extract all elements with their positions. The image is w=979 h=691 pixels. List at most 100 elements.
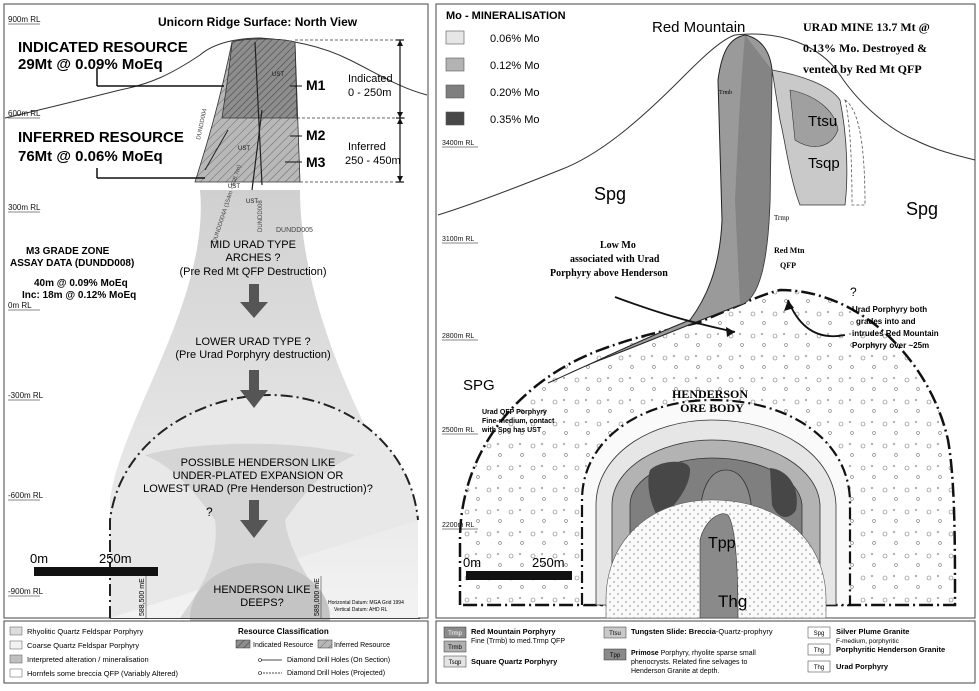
legend-code: Thg [814,648,824,654]
legend-label-rest: Porphyry, rhyolite sparse small [659,650,757,657]
inferred-depth-label: Inferred [348,141,386,153]
rl-label: -900m RL [8,587,44,596]
easting-label: 588,500 mE [139,578,146,616]
unit-label: Ttsu [808,113,837,130]
legend-label: Henderson Granite at depth. [631,668,719,675]
urad-porphyry-note: intrudes Red Mountain [852,329,939,338]
inferred-resource-heading: INFERRED RESOURCE [18,129,184,146]
rl-label: 900m RL [8,15,41,24]
mo-legend-title: Mo - MINERALISATION [446,10,566,22]
urad-mine-note: vented by Red Mt QFP [803,62,922,76]
ust-label: UST [246,199,258,205]
scale-length-label: 250m [532,555,565,570]
red-mtn-qfp-label: QFP [780,261,796,270]
urad-porphyry-note: Porphyry over ~25m [852,341,929,350]
legend-label: Hornfels some breccia QFP (Variably Alte… [27,669,179,678]
legend-label: Inferred Resource [334,642,390,649]
lower-urad-label: (Pre Urad Porphyry destruction) [175,349,330,361]
legend-label: Interpreted alteration / mineralisation [27,655,149,664]
unit-label: Trmp [774,214,790,222]
urad-mine-note: URAD MINE 13.7 Mt @ [803,20,930,34]
left-panel-title: Unicorn Ridge Surface: North View [158,15,358,29]
drill-hole-label: DUNDD005 [276,227,313,234]
m3-grade-title: M3 GRADE ZONE [26,246,110,257]
scale-bar [466,571,572,580]
legend-swatch [318,640,332,648]
urad-qfp-note: Fine-medium, contact [482,418,555,425]
legend-label: Diamond Drill Holes (Projected) [287,670,385,677]
legend-label-rest: -Quartz-prophyry [716,627,773,636]
urad-qfp-note: Urad QFP Porphyry [482,409,547,416]
left-panel: 900m RL 600m RL 300m RL 0m RL -300m RL -… [4,4,428,683]
mo-grade-label: 0.06% Mo [490,33,540,45]
scale-zero-label: 0m [30,551,48,566]
unit-label: Trmb [719,90,732,96]
indicated-depth-range: 0 - 250m [348,87,391,99]
legend-label: Diamond Drill Holes (On Section) [287,657,390,664]
drill-hole-label: DUNDD008 [258,200,264,232]
red-mtn-qfp-label: Red Mtn [774,246,805,255]
rl-label: 3400m RL [442,140,474,147]
indicated-depth-label: Indicated [348,73,393,85]
mo-swatch-020 [446,85,464,98]
unit-label: Tpp [708,535,736,552]
indicated-resource-grade: 29Mt @ 0.09% MoEq [18,56,163,73]
ust-label: UST [272,72,284,78]
legend-label: Silver Plume Granite [836,627,909,636]
legend-label: Red Mountain Porphyry [471,627,556,636]
deeps-label: DEEPS? [240,597,283,609]
rl-label: -300m RL [8,391,44,400]
legend-code: Trmp [448,631,462,637]
question-mark: ? [206,505,213,519]
unit-label: Tsqp [808,155,840,172]
lower-urad-label: LOWER URAD TYPE ? [195,336,310,348]
legend-swatch [10,641,22,649]
datum-label: Vertical Datum: AHD RL [334,607,388,613]
legend-label: phenocrysts. Related fine selvages to [631,659,747,666]
rl-label: 3100m RL [442,236,474,243]
legend-label: Primose Porphyry, rhyolite sparse small [631,650,756,657]
rl-label: 300m RL [8,203,41,212]
right-panel: Mo - MINERALISATION 0.06% Mo 0.12% Mo 0.… [436,4,975,683]
legend-code: Trmb [448,645,462,651]
urad-qfp-note: with Spg has UST [481,427,542,434]
question-mark: ? [850,285,857,299]
legend-label: F-medium, porphyritic [836,638,900,645]
scale-length-label: 250m [99,551,132,566]
henderson-like-label: LOWEST URAD (Pre Henderson Destruction)? [143,483,373,495]
rl-label: 2200m RL [442,522,474,529]
arches-label: (Pre Red Mt QFP Destruction) [179,266,326,278]
legend-label-bold: Tungsten Slide: Breccia [631,627,717,636]
scale-bar [34,567,158,576]
legend-code: Tpp [610,653,621,659]
legend-label: Square Quartz Porphyry [471,657,558,666]
legend-label: Porphyritic Henderson Granite [836,645,945,654]
arches-label: MID URAD TYPE [210,239,296,251]
zone-m2-label: M2 [306,127,326,143]
low-mo-note: Porphyry above Henderson [550,268,668,279]
scale-zero-label: 0m [463,555,481,570]
legend-code: Spg [814,631,825,637]
rl-label: -600m RL [8,491,44,500]
m3-assay-result-inc: Inc: 18m @ 0.12% MoEq [22,290,136,301]
ust-label: UST [238,146,250,152]
arches-label: ARCHES ? [225,252,280,264]
right-legend: Trmp Trmb Tsqp Red Mountain Porphyry Fin… [436,621,975,683]
mo-grade-label: 0.12% Mo [490,60,540,72]
legend-swatch [10,627,22,635]
red-mountain-label: Red Mountain [652,19,745,36]
henderson-ore-body-label: ORE BODY [680,401,744,415]
indicated-resource-zone [222,39,297,118]
henderson-like-label: UNDER-PLATED EXPANSION OR [173,470,344,482]
legend-label-bold: Primose [631,650,659,657]
legend-swatch [10,655,22,663]
rl-label: 2800m RL [442,333,474,340]
unit-label: Spg [594,184,626,204]
mo-grade-label: 0.20% Mo [490,87,540,99]
easting-label: 589,000 mE [314,578,321,616]
datum-label: Horizontal Datum: MGA Grid 1994 [328,600,404,606]
legend-label: Rhyolitic Quartz Feldspar Porphyry [27,627,144,636]
legend-code: Ttsu [609,631,621,637]
mo-swatch-006 [446,31,464,44]
